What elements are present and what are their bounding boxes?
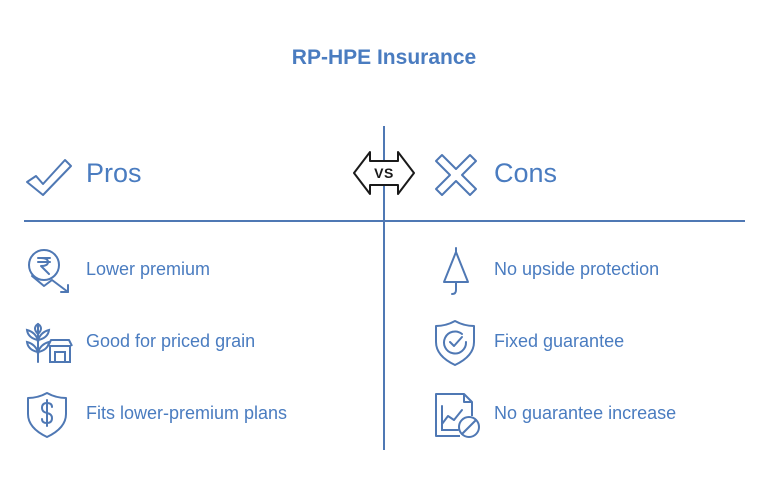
cons-item-fixed-guarantee: Fixed guarantee	[432, 318, 752, 368]
pros-item-label: Good for priced grain	[86, 331, 256, 351]
umbrella-closed-icon	[443, 247, 469, 295]
page-title: RP-HPE Insurance	[291, 46, 477, 69]
check-icon	[26, 159, 72, 196]
grain-store-icon	[25, 322, 73, 363]
horizontal-divider	[24, 220, 745, 222]
cons-item-no-increase: No guarantee increase	[432, 390, 752, 440]
rupee-down-icon	[28, 249, 69, 293]
vertical-divider	[383, 126, 385, 450]
cross-icon	[435, 154, 477, 196]
pros-item-lower-premium: Lower premium	[24, 246, 364, 296]
pros-item-label: Lower premium	[86, 259, 211, 279]
pros-heading: Pros	[86, 158, 142, 188]
cons-item-label: Fixed guarantee	[494, 331, 625, 351]
double-arrow-icon	[353, 151, 415, 195]
dollar-shield-icon	[27, 392, 67, 438]
cons-item-label: No upside protection	[494, 259, 660, 279]
pros-item-fits-plans: Fits lower-premium plans	[24, 390, 364, 440]
cons-item-label: No guarantee increase	[494, 403, 677, 423]
pros-item-label: Fits lower-premium plans	[86, 403, 288, 423]
cons-heading: Cons	[494, 158, 558, 188]
pros-item-priced-grain: Good for priced grain	[24, 318, 364, 368]
vs-label: VS	[374, 165, 394, 181]
chart-blocked-icon	[435, 393, 480, 438]
check-shield-icon	[435, 320, 475, 366]
cons-item-no-upside: No upside protection	[432, 246, 752, 296]
vs-badge: VS	[352, 149, 416, 197]
